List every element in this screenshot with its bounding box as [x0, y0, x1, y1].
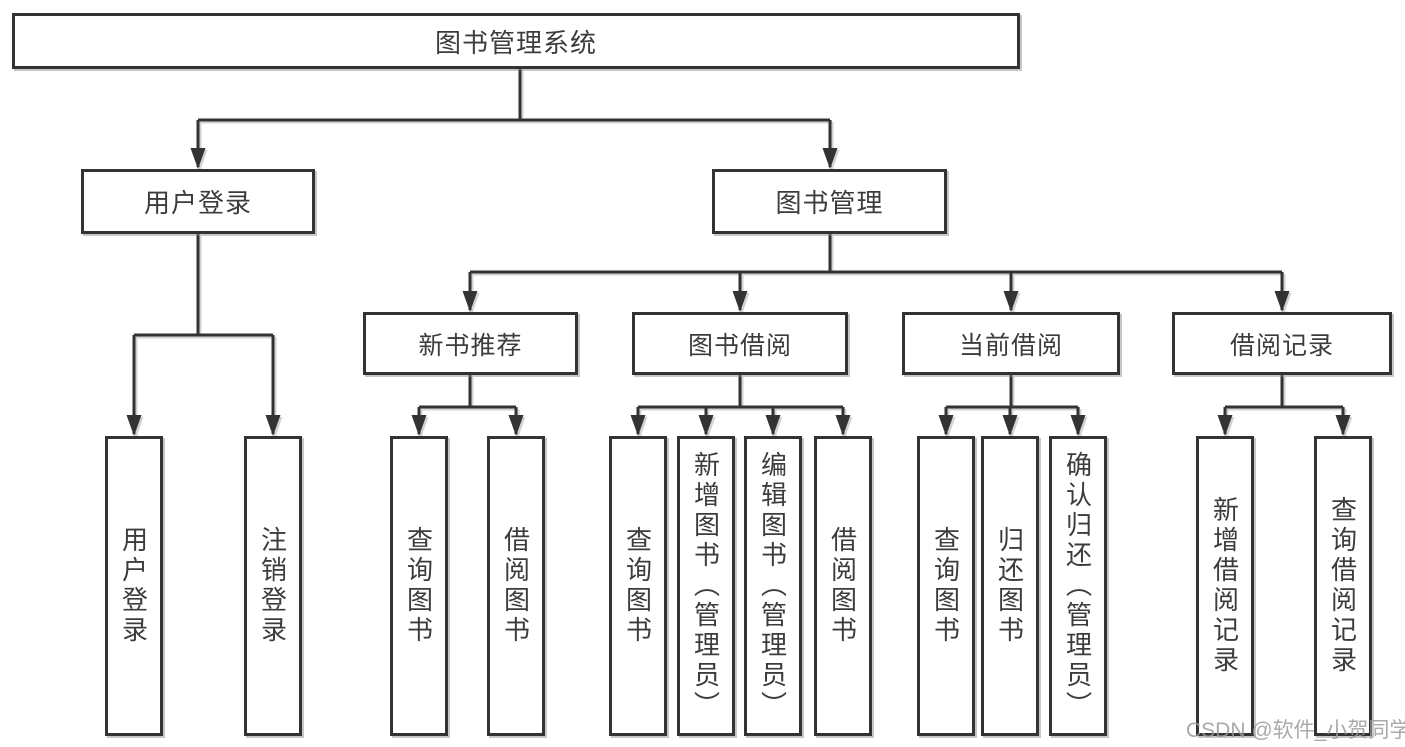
leaf-edit-books-admin: 编辑图书（管理员）	[744, 436, 802, 736]
node-current-borrowing: 当前借阅	[902, 312, 1120, 375]
node-library-management-system: 图书管理系统	[12, 13, 1020, 69]
leaf-user-login: 用户登录	[105, 436, 163, 736]
node-label: 新书推荐	[418, 331, 523, 360]
node-book-management: 图书管理	[712, 169, 947, 234]
node-book-borrowing: 图书借阅	[632, 312, 848, 375]
leaf-confirm-return-admin: 确认归还（管理员）	[1049, 436, 1107, 736]
leaf-label: 借阅图书	[827, 526, 858, 646]
leaf-query-books: 查询图书	[917, 436, 975, 736]
leaf-label: 查询图书	[403, 526, 434, 646]
node-label: 当前借阅	[958, 331, 1063, 360]
leaf-query-books: 查询图书	[609, 436, 667, 736]
node-borrowing-records: 借阅记录	[1172, 312, 1392, 375]
leaf-label: 查询图书	[622, 526, 653, 646]
leaf-label: 编辑图书（管理员）	[757, 451, 788, 721]
node-label: 图书借阅	[687, 331, 792, 360]
leaf-add-borrow-record: 新增借阅记录	[1196, 436, 1254, 736]
leaf-label: 新增借阅记录	[1209, 496, 1240, 676]
leaf-query-books: 查询图书	[390, 436, 448, 736]
csdn-watermark: CSDN @软件_小贺同学	[1186, 719, 1405, 742]
node-label: 用户登录	[143, 188, 252, 218]
leaf-label: 新增图书（管理员）	[690, 451, 721, 721]
node-user-login: 用户登录	[81, 169, 315, 234]
node-new-book-recommendation: 新书推荐	[363, 312, 578, 375]
leaf-borrow-books: 借阅图书	[814, 436, 872, 736]
leaf-borrow-books: 借阅图书	[487, 436, 545, 736]
leaf-label: 借阅图书	[500, 526, 531, 646]
leaf-logout: 注销登录	[244, 436, 302, 736]
node-label: 图书管理	[775, 188, 884, 218]
leaf-label: 确认归还（管理员）	[1062, 451, 1093, 721]
leaf-label: 查询借阅记录	[1327, 496, 1358, 676]
leaf-label: 注销登录	[257, 526, 288, 646]
leaf-add-books-admin: 新增图书（管理员）	[677, 436, 735, 736]
leaf-return-books: 归还图书	[981, 436, 1039, 736]
node-label: 借阅记录	[1229, 331, 1334, 360]
node-label: 图书管理系统	[434, 27, 597, 58]
leaf-label: 用户登录	[118, 526, 149, 646]
leaf-label: 查询图书	[930, 526, 961, 646]
leaf-label: 归还图书	[994, 526, 1025, 646]
leaf-query-borrow-record: 查询借阅记录	[1314, 436, 1372, 736]
